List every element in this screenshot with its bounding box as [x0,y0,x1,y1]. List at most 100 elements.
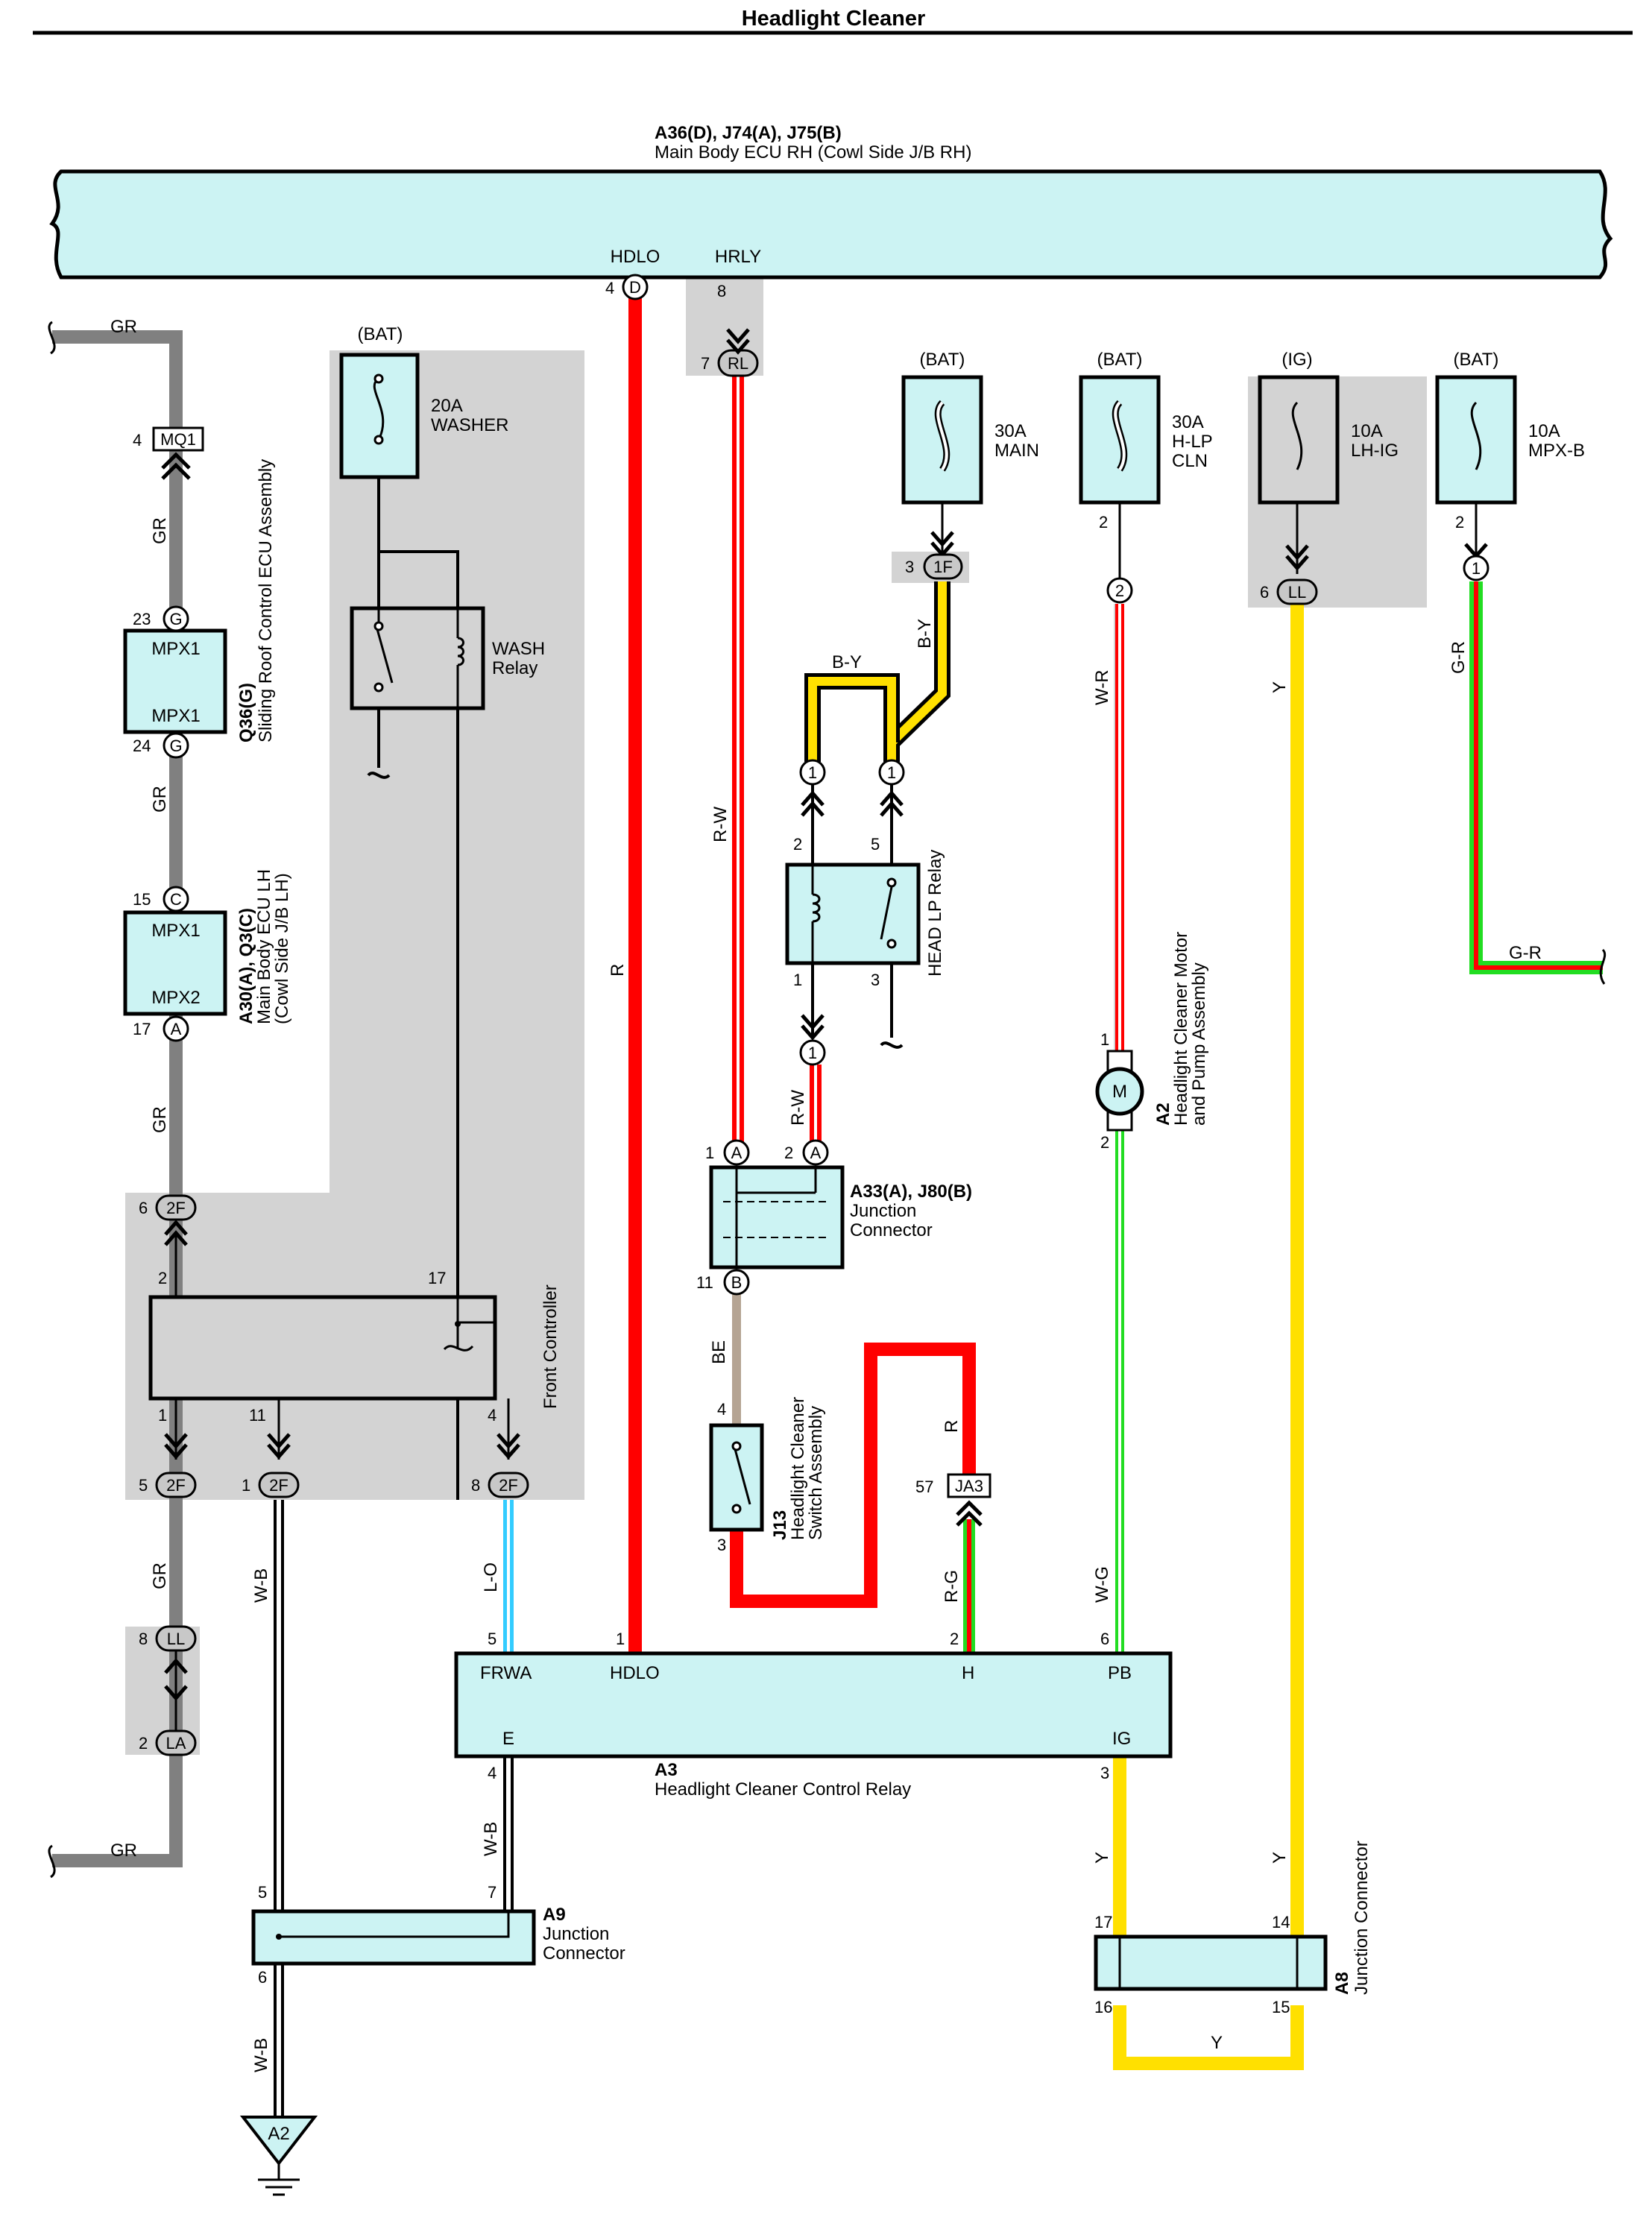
svg-text:5: 5 [871,835,880,854]
svg-text:E: E [502,1729,514,1749]
svg-text:L-O: L-O [481,1562,501,1592]
svg-text:4: 4 [488,1764,496,1782]
q36-ecu: MPX1 MPX1 Q36(G) Sliding Roof Control EC… [123,459,276,742]
svg-text:2F: 2F [269,1476,289,1495]
svg-text:1: 1 [158,1406,167,1425]
svg-text:W-B: W-B [251,2038,271,2072]
svg-text:LH-IG: LH-IG [1351,441,1399,461]
svg-text:4: 4 [133,431,142,450]
svg-text:24: 24 [133,737,151,755]
svg-text:GR: GR [150,1562,170,1589]
svg-text:2F: 2F [499,1476,518,1495]
page-title: Headlight Cleaner [742,7,926,31]
svg-text:2F: 2F [166,1199,186,1217]
svg-text:Switch Assembly: Switch Assembly [806,1406,826,1540]
svg-text:5: 5 [258,1883,267,1902]
svg-text:LL: LL [1288,583,1306,602]
svg-text:C: C [170,890,182,909]
a33-junction: A33(A), J80(B) Junction Connector [709,1165,972,1270]
svg-text:57: 57 [915,1477,933,1496]
svg-text:CLN: CLN [1172,451,1208,471]
svg-text:1: 1 [242,1476,250,1495]
svg-text:MPX-B: MPX-B [1528,441,1585,461]
svg-text:15: 15 [1272,1998,1290,2016]
svg-text:23: 23 [133,610,151,628]
svg-text:MPX2: MPX2 [151,988,200,1008]
fuse-mpx-b: (BAT) 10A MPX-B [1435,350,1585,505]
svg-text:17: 17 [428,1269,446,1287]
svg-text:6: 6 [139,1199,148,1217]
svg-text:D: D [629,278,641,297]
connector-pins: D4 8 RL7 1F3 2 LL6 1 1 1 1 A1 A2 B11 MQ1… [133,274,1489,1756]
svg-text:R: R [942,1420,962,1433]
svg-text:WASHER: WASHER [431,415,508,435]
ecu-term-hdlo: HDLO [611,247,661,267]
svg-text:W-B: W-B [481,1822,501,1856]
svg-text:1: 1 [705,1144,714,1162]
svg-text:(IG): (IG) [1281,350,1312,370]
wire-wr [1114,604,1124,1051]
fuse-lh-ig: (IG) 10A LH-IG [1258,350,1399,505]
svg-text:8: 8 [717,282,726,300]
fuse-washer: (BAT) 20A WASHER [339,324,508,479]
svg-text:3: 3 [1100,1764,1109,1782]
wire-rw [732,373,822,1152]
svg-text:(BAT): (BAT) [920,350,965,370]
svg-text:BE: BE [709,1340,729,1364]
svg-text:A: A [731,1144,743,1162]
wire-wash-internal [367,477,459,1500]
wire-break-top [48,321,56,355]
j13-switch: J13 Headlight Cleaner Switch Assembly 43 [709,1397,826,1554]
svg-text:Front Controller: Front Controller [540,1284,561,1409]
svg-text:1: 1 [808,763,817,782]
svg-text:PB: PB [1108,1663,1132,1683]
a3-control-relay: FRWA HDLO H PB E IG A3 Headlight Cleaner… [454,1630,1173,1800]
svg-text:R-W: R-W [710,807,731,842]
svg-text:A30(A), Q3(C): A30(A), Q3(C) [236,908,256,1024]
svg-text:R-W: R-W [788,1090,808,1126]
svg-text:A2: A2 [268,2124,289,2144]
svg-text:B-Y: B-Y [832,652,862,672]
svg-text:4: 4 [717,1400,726,1419]
svg-text:MPX1: MPX1 [151,706,200,726]
svg-text:R-G: R-G [942,1570,962,1603]
svg-text:11: 11 [696,1273,713,1292]
svg-text:HEAD LP Relay: HEAD LP Relay [925,850,945,977]
svg-text:Y: Y [1211,2033,1223,2053]
svg-text:1: 1 [1100,1030,1109,1049]
svg-text:W-G: W-G [1092,1566,1112,1603]
svg-text:5: 5 [488,1630,496,1648]
wire-labels: GR GR GR GR GR GR R R-W R-W B-Y B-Y W-R … [110,317,1542,2072]
ecu-id: A36(D), J74(A), J75(B) [655,123,842,143]
ecu-term-hrly: HRLY [715,247,761,267]
svg-text:3: 3 [717,1536,726,1554]
svg-text:4: 4 [605,279,614,297]
head-lp-relay: HEAD LP Relay [785,850,945,977]
svg-text:(BAT): (BAT) [1454,350,1499,370]
ground-symbol: A2 [239,2116,318,2196]
svg-text:6: 6 [1260,583,1269,602]
svg-text:R: R [608,964,628,977]
svg-text:G: G [169,737,182,755]
svg-text:20A: 20A [431,396,463,416]
svg-text:and Pump Assembly: and Pump Assembly [1189,962,1209,1126]
svg-text:1: 1 [887,763,896,782]
svg-text:10A: 10A [1351,421,1383,441]
svg-text:2: 2 [793,835,802,854]
svg-text:11: 11 [249,1406,266,1425]
svg-text:Y: Y [1270,1852,1290,1864]
pin-2-mpxb: 2 [1455,513,1464,532]
svg-text:GR: GR [150,786,170,813]
svg-text:Relay: Relay [492,658,537,678]
svg-text:A8: A8 [1332,1972,1352,1995]
svg-text:A: A [810,1144,822,1162]
svg-text:17: 17 [1094,1913,1112,1931]
svg-text:J13: J13 [770,1510,790,1540]
svg-text:GR: GR [110,317,137,337]
svg-text:(Cowl Side J/B LH): (Cowl Side J/B LH) [272,873,292,1024]
svg-text:1: 1 [808,1044,817,1062]
svg-text:16: 16 [1094,1998,1112,2016]
